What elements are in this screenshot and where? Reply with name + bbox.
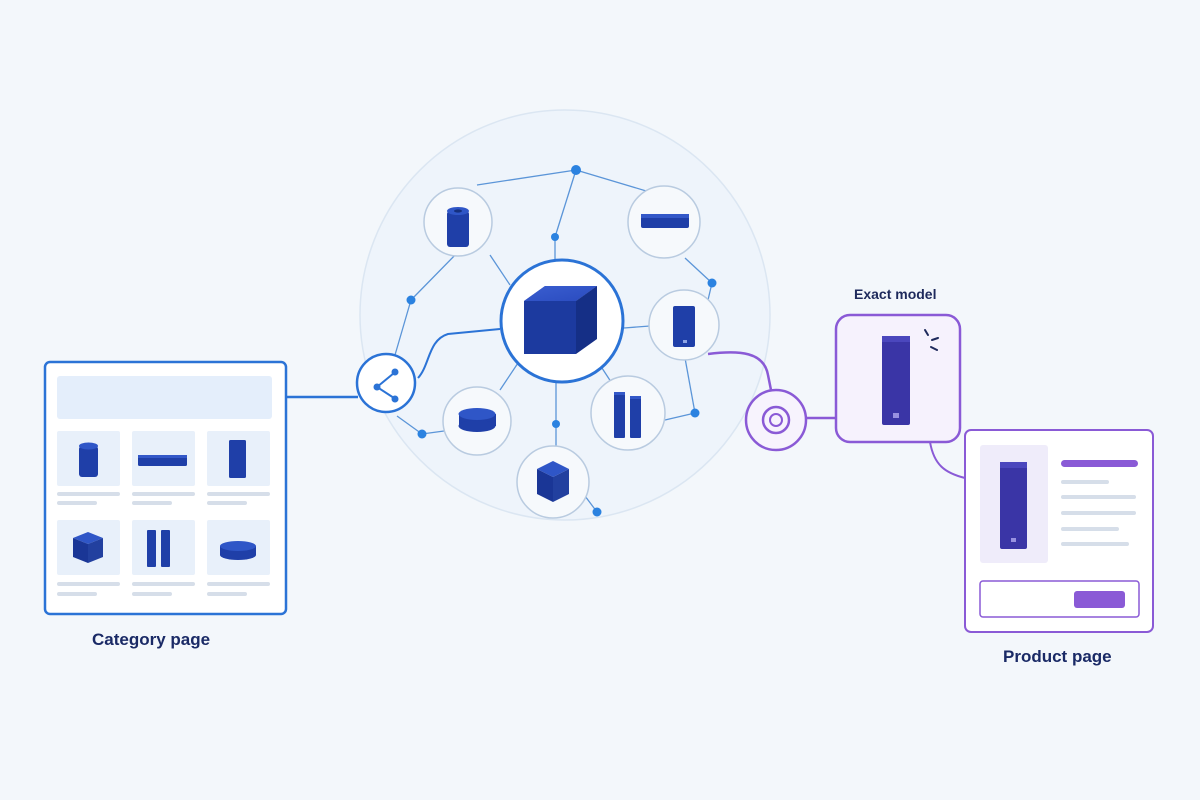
tile-router: [138, 455, 187, 466]
tile-cylinder: [79, 442, 98, 477]
target-icon: [744, 388, 808, 452]
exact-model-card: [834, 313, 962, 444]
node-cylinder: [423, 187, 493, 257]
category-page-label: Category page: [92, 630, 211, 649]
node-pair: [590, 375, 666, 451]
node-tower: [648, 289, 720, 361]
node-router: [627, 185, 701, 259]
tile-puck: [220, 541, 256, 560]
tile-tower: [229, 440, 246, 478]
product-page-label: Product page: [1003, 647, 1112, 666]
split-to-hub-connector: [417, 328, 501, 379]
node-puck: [442, 386, 512, 456]
product-path-connector: [707, 351, 774, 396]
exact-model-label: Exact model: [854, 286, 937, 302]
split-arrows-icon: [355, 352, 417, 414]
node-cube-small: [516, 445, 590, 519]
model-to-product-connector: [929, 441, 966, 479]
product-page-panel: [964, 429, 1154, 633]
category-header-bar: [57, 376, 272, 419]
add-to-cart-button: [1074, 591, 1125, 608]
tile-pair: [147, 530, 170, 567]
tile-cube: [73, 532, 103, 563]
category-page-panel: [43, 360, 288, 616]
hub-node: [499, 258, 625, 384]
sparkle-icon: [924, 329, 939, 351]
network-dots: [406, 165, 717, 517]
product-title-bar: [1061, 460, 1138, 467]
